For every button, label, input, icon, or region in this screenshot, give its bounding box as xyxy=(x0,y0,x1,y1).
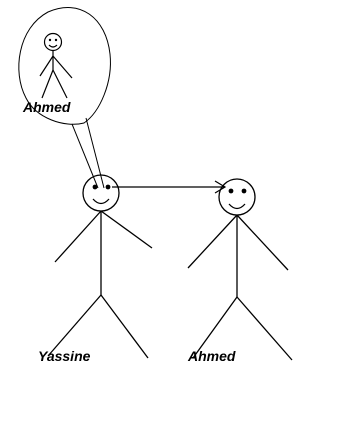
left-figure-eye-right xyxy=(106,185,111,190)
thought-bubble-tail-left xyxy=(72,124,98,188)
right-stick-figure xyxy=(188,179,292,360)
right-figure-head xyxy=(219,179,255,215)
right-figure-eye-right xyxy=(242,189,247,194)
thought-figure-leg-left xyxy=(42,70,53,98)
left-figure-mouth xyxy=(93,199,109,204)
thought-stick-figure xyxy=(40,34,72,99)
right-figure-leg-right xyxy=(237,297,292,360)
thought-figure-eye-right xyxy=(55,39,57,41)
right-figure-arm-right xyxy=(237,215,288,270)
thought-figure-arm-left xyxy=(40,56,53,76)
left-figure-arm-left xyxy=(55,211,101,262)
left-figure-label: Yassine xyxy=(38,348,91,364)
thought-figure-mouth xyxy=(49,45,57,47)
left-stick-figure xyxy=(48,175,152,358)
thought-figure-leg-right xyxy=(53,70,67,98)
right-figure-mouth xyxy=(229,204,245,209)
thought-figure-eye-left xyxy=(49,39,51,41)
left-figure-leg-left xyxy=(48,295,101,356)
right-figure-arm-left xyxy=(188,215,237,268)
right-figure-eye-left xyxy=(229,189,234,194)
thought-figure-label: Ahmed xyxy=(22,99,71,115)
left-figure-leg-right xyxy=(101,295,148,358)
thought-bubble-tail-right xyxy=(86,118,104,188)
left-figure-arm-right xyxy=(101,211,152,248)
left-figure-eye-left xyxy=(93,185,98,190)
right-figure-label: Ahmed xyxy=(187,348,236,364)
thought-figure-head xyxy=(45,34,62,51)
left-figure-head xyxy=(83,175,119,211)
gaze-arrow xyxy=(112,181,225,193)
